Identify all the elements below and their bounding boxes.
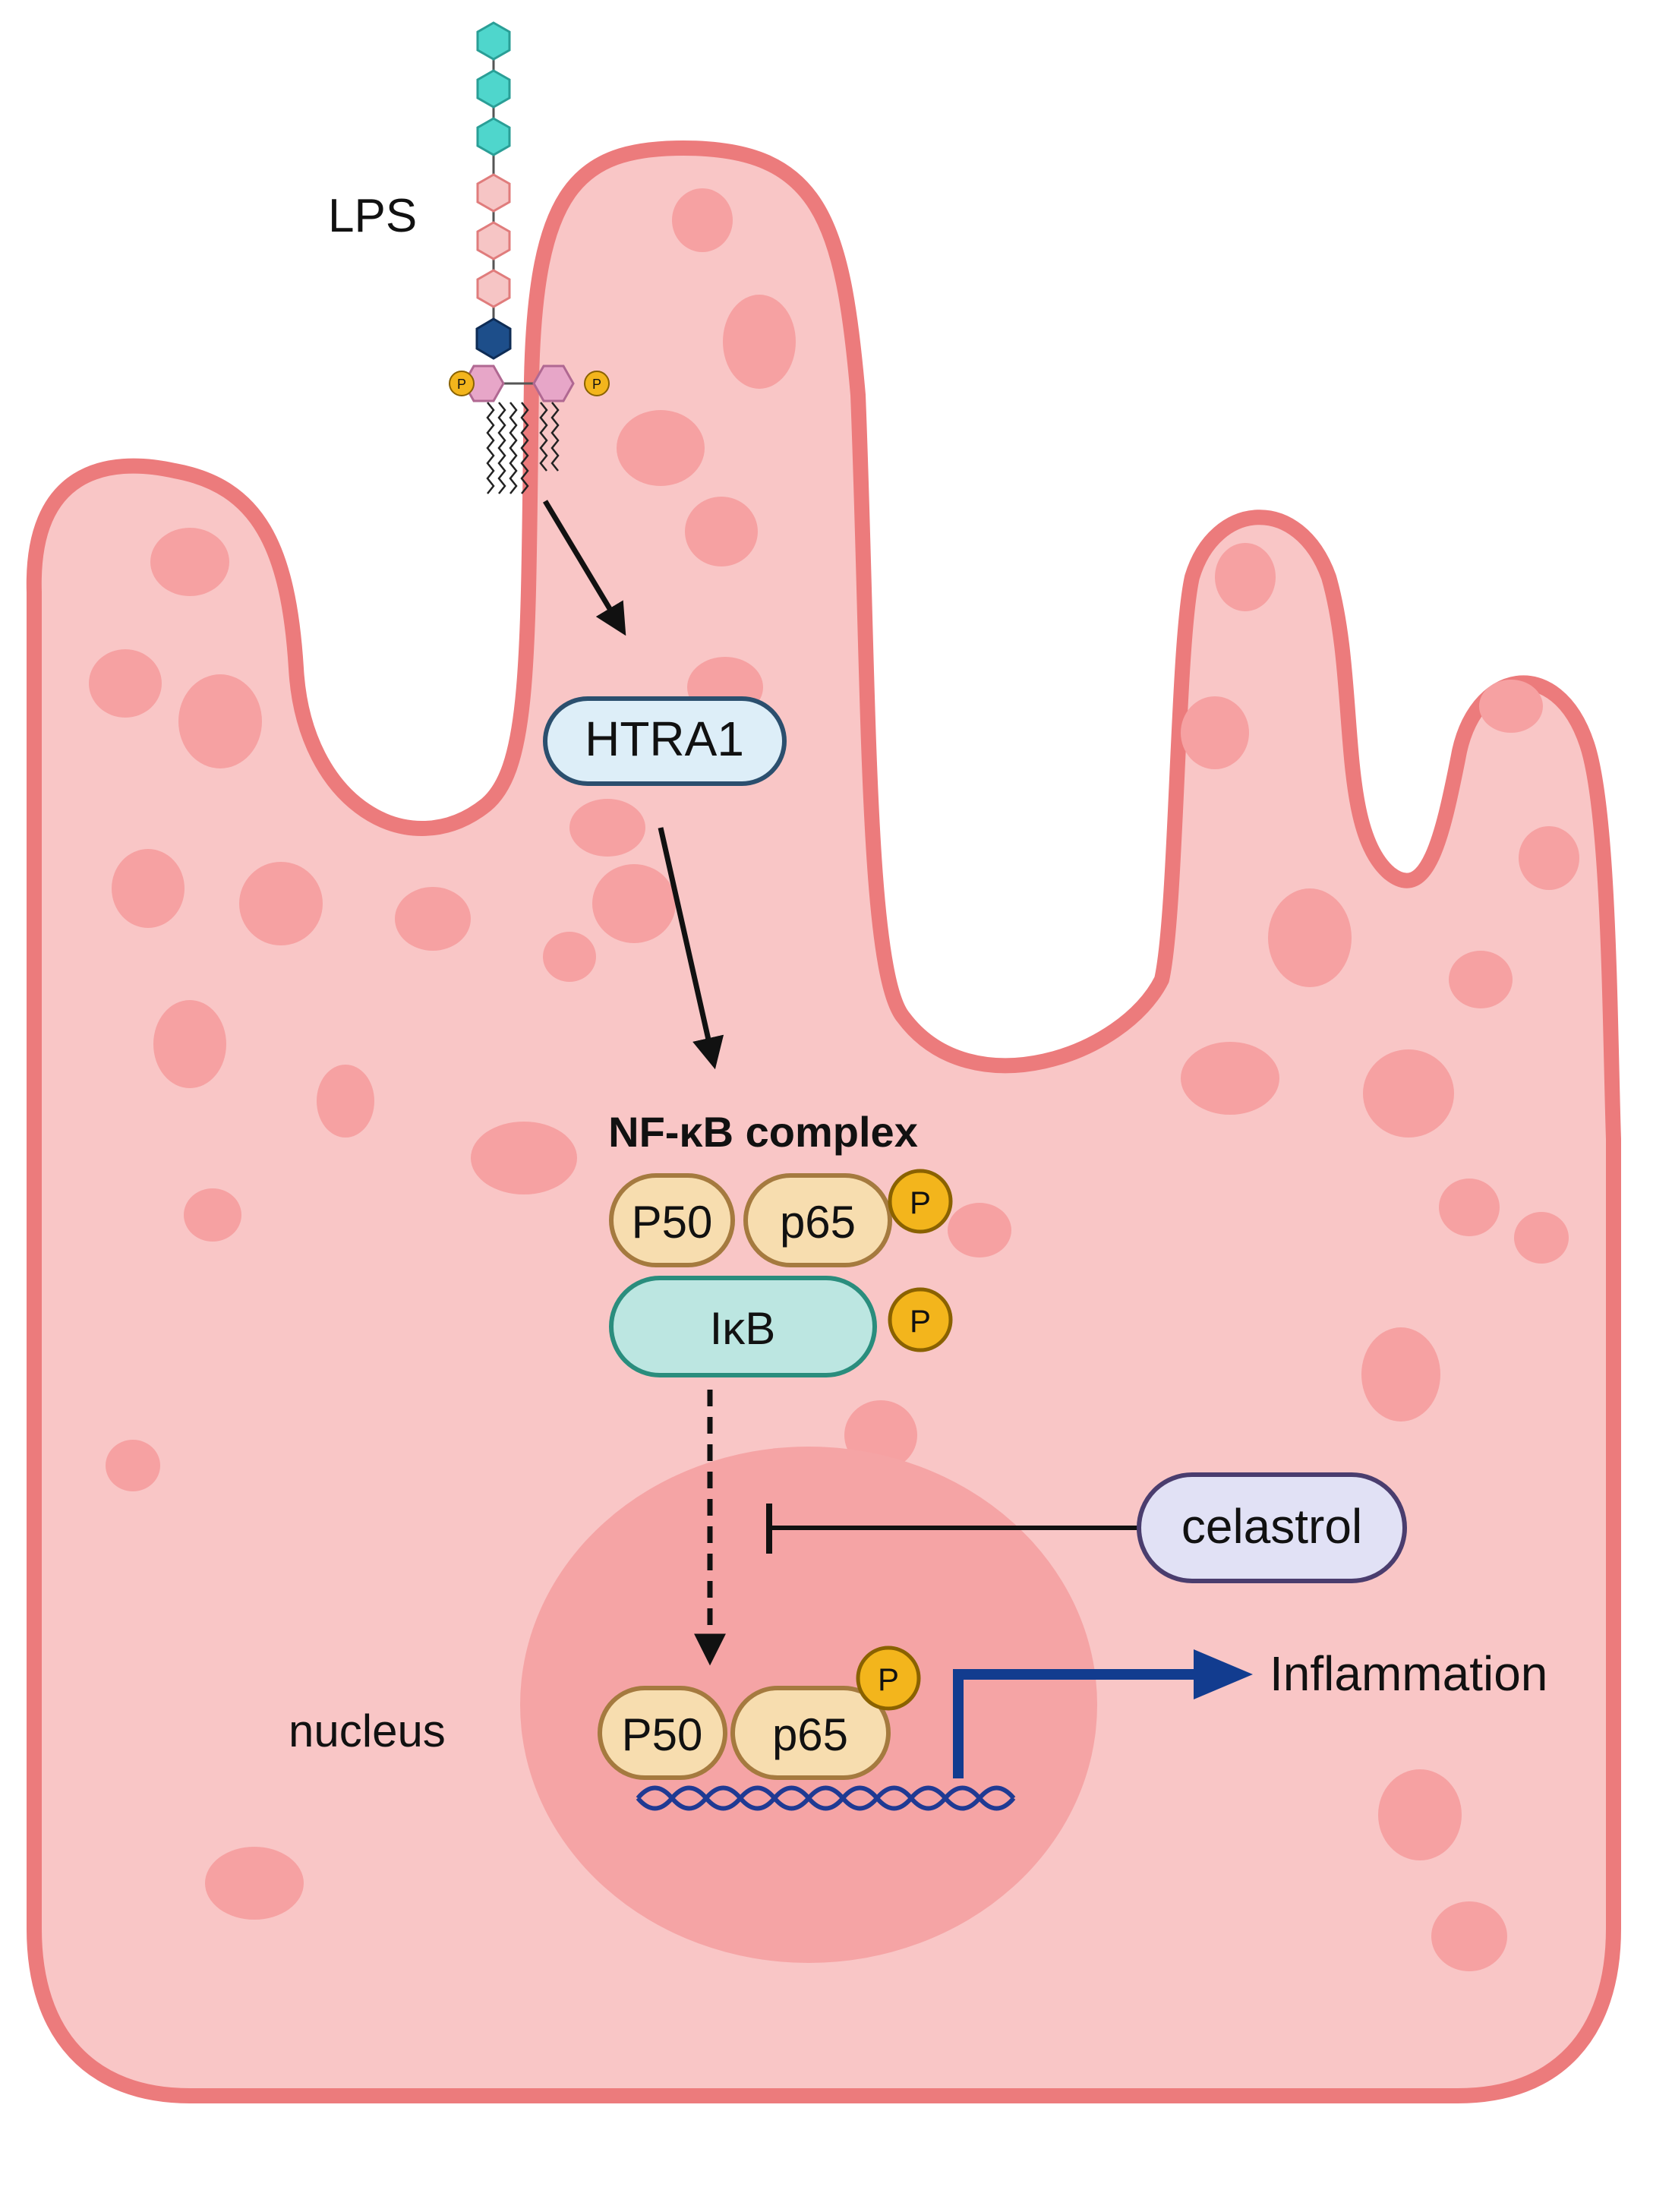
vesicle	[592, 864, 676, 943]
lps-lipid-a-unit	[532, 364, 575, 402]
transcription-arrow	[953, 1669, 1196, 1778]
vesicle	[1268, 888, 1352, 987]
nuclear-p65-phosphate-icon	[856, 1646, 921, 1711]
p50-subunit-cytoplasm	[609, 1173, 735, 1267]
vesicle	[89, 649, 162, 718]
lps-o-antigen-unit	[476, 117, 511, 156]
lps-label: LPS	[328, 190, 417, 242]
nucleus-label: nucleus	[289, 1706, 446, 1756]
ikb-phosphate-icon	[888, 1287, 953, 1352]
vesicle	[178, 674, 262, 768]
vesicle	[1479, 680, 1543, 733]
vesicle	[685, 497, 758, 566]
celastrol-label: celastrol	[1181, 1499, 1362, 1554]
inflammation-label: Inflammation	[1270, 1646, 1547, 1701]
lps-phosphate-label-left: P	[457, 377, 466, 392]
vesicle	[1519, 826, 1579, 890]
arrow-htra1-to-nfkb	[658, 827, 724, 1070]
lps-o-antigen-unit	[476, 69, 511, 109]
p65-phosphate-label: P	[910, 1185, 931, 1220]
lps-core-unit	[476, 173, 511, 213]
vesicle	[1363, 1049, 1454, 1138]
lps-phosphate-icon	[449, 371, 475, 396]
transcription-arrowhead	[1194, 1649, 1253, 1699]
vesicle	[1181, 696, 1249, 769]
lps-fatty-acid-chains	[486, 402, 560, 494]
vesicle	[1378, 1769, 1462, 1860]
vesicle	[569, 799, 645, 857]
vesicle	[948, 1203, 1011, 1257]
vesicle	[112, 849, 185, 928]
p65-subunit-cytoplasm	[743, 1173, 892, 1267]
vesicle	[723, 295, 796, 389]
vesicle	[672, 188, 733, 252]
vesicle	[395, 887, 471, 951]
lps-o-antigen-unit	[476, 21, 511, 61]
lps-phosphate-icon	[584, 371, 610, 396]
p65-label-cytoplasm: p65	[780, 1197, 856, 1248]
dna-helix-icon	[636, 1785, 1016, 1811]
htra1-node	[543, 696, 787, 786]
vesicle	[1215, 543, 1276, 611]
vesicle	[1431, 1901, 1507, 1971]
p50-subunit-nucleus	[598, 1686, 727, 1780]
p50-label-cytoplasm: P50	[632, 1197, 713, 1248]
vesicle	[1514, 1212, 1569, 1264]
vesicle	[1181, 1042, 1279, 1115]
lps-core-unit	[476, 269, 511, 308]
vesicle	[1361, 1327, 1440, 1422]
ikb-phosphate-label: P	[910, 1303, 931, 1339]
p50-label-nucleus: P50	[622, 1709, 703, 1760]
lps-molecule-icon: P P	[449, 21, 610, 494]
vesicle	[205, 1847, 304, 1920]
vesicle	[184, 1188, 241, 1242]
celastrol-node	[1137, 1472, 1407, 1583]
lps-core-unit	[476, 221, 511, 260]
vesicle	[150, 528, 229, 596]
ikb-label: IκB	[710, 1303, 776, 1354]
nuclear-p65-phosphate-label: P	[878, 1661, 899, 1697]
vesicle	[317, 1065, 374, 1138]
p65-phosphate-icon	[888, 1169, 953, 1234]
p65-label-nucleus: p65	[772, 1709, 848, 1760]
vesicle	[543, 932, 596, 982]
vesicle	[471, 1122, 577, 1194]
lps-phosphate-label-right: P	[592, 377, 601, 392]
vesicle	[239, 862, 323, 945]
vesicle	[617, 410, 705, 486]
arrow-lps-to-htra1	[542, 500, 626, 636]
vesicle	[1439, 1179, 1500, 1236]
ikb-subunit	[609, 1276, 877, 1377]
nfkb-complex-title: NF-κB complex	[608, 1108, 918, 1156]
vesicle	[106, 1440, 160, 1491]
vesicle	[153, 1000, 226, 1088]
p65-subunit-nucleus	[730, 1686, 891, 1780]
htra1-label: HTRA1	[585, 712, 744, 766]
vesicle	[1449, 951, 1513, 1008]
lps-kdo-unit	[475, 317, 512, 360]
